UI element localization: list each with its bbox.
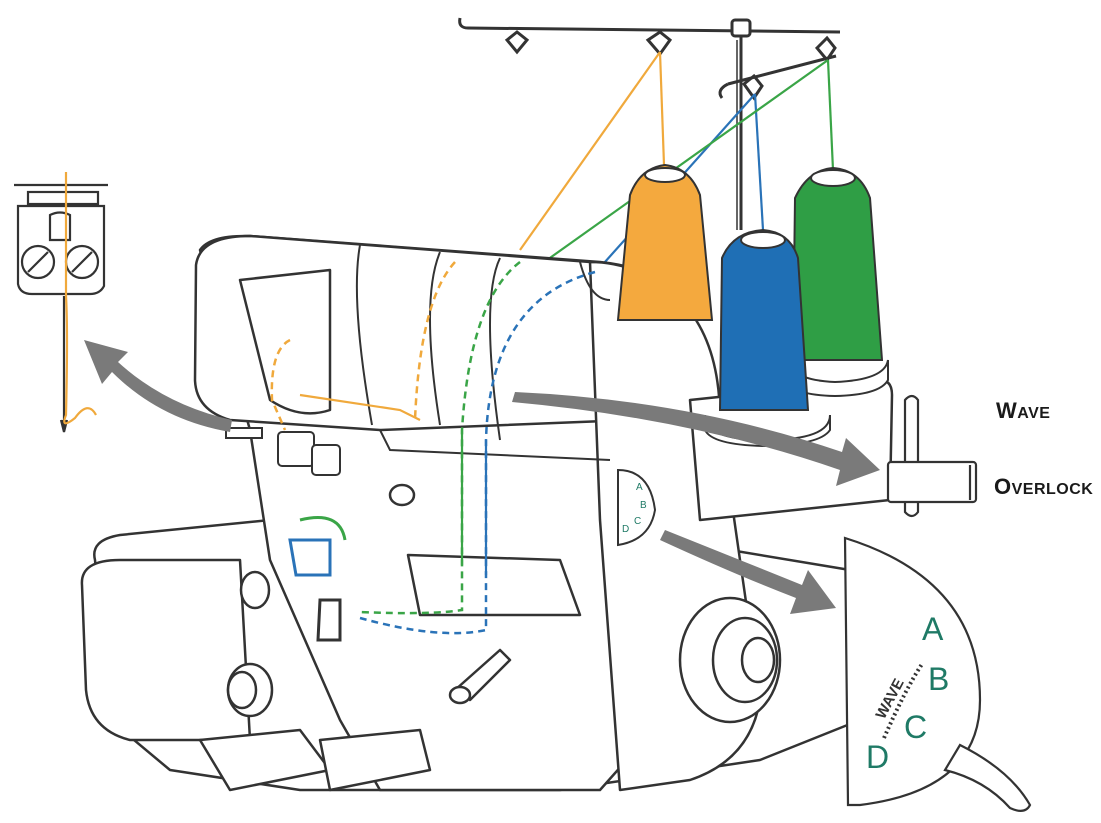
mini-dial-letter-d: D [622,524,629,535]
wave-label-initial: W [996,398,1018,423]
internal-thread-paths [270,261,596,635]
cover-seams [355,244,611,461]
arrow-to-needle-inset [84,340,232,432]
green-thread [539,59,829,266]
looper-area [288,516,347,642]
stitch-dial-inset: A B C D WAVE [843,536,1032,812]
machine-body [80,234,894,792]
orange-thread-spool [658,51,666,166]
blue-thread-spool [753,93,765,231]
mini-dial-letter-b: B [640,500,647,511]
needle-thread [63,172,97,425]
wave-label: WAVE [996,398,1050,424]
presser-foot-area [225,427,341,476]
wave-label-rest: AVE [1017,405,1051,422]
overlock-label-initial: O [994,474,1012,499]
green-spool [789,166,889,398]
dial-letter-b: B [928,661,949,697]
overlock-label: OVERLOCK [994,474,1093,500]
arrow-to-dial-inset [660,530,836,614]
dial-letter-a: A [922,611,944,647]
dial-letter-d: D [866,739,889,775]
orange-thread [519,51,661,251]
dial-letter-c: C [904,709,927,745]
machine-dial: A B C D [617,468,657,547]
overlock-label-rest: VERLOCK [1011,481,1094,498]
mini-dial-letter-c: C [634,516,641,527]
mini-dial-letter-a: A [636,482,643,493]
needle-detail-inset [14,183,108,433]
thread-stand [458,17,841,230]
orange-spool [616,163,714,321]
arrow-to-switch-inset [512,392,880,486]
solid-thread-paths [299,393,488,575]
pointer-arrows [84,340,880,614]
green-thread-spool [826,59,835,171]
wave-overlock-switch-inset [886,394,978,518]
